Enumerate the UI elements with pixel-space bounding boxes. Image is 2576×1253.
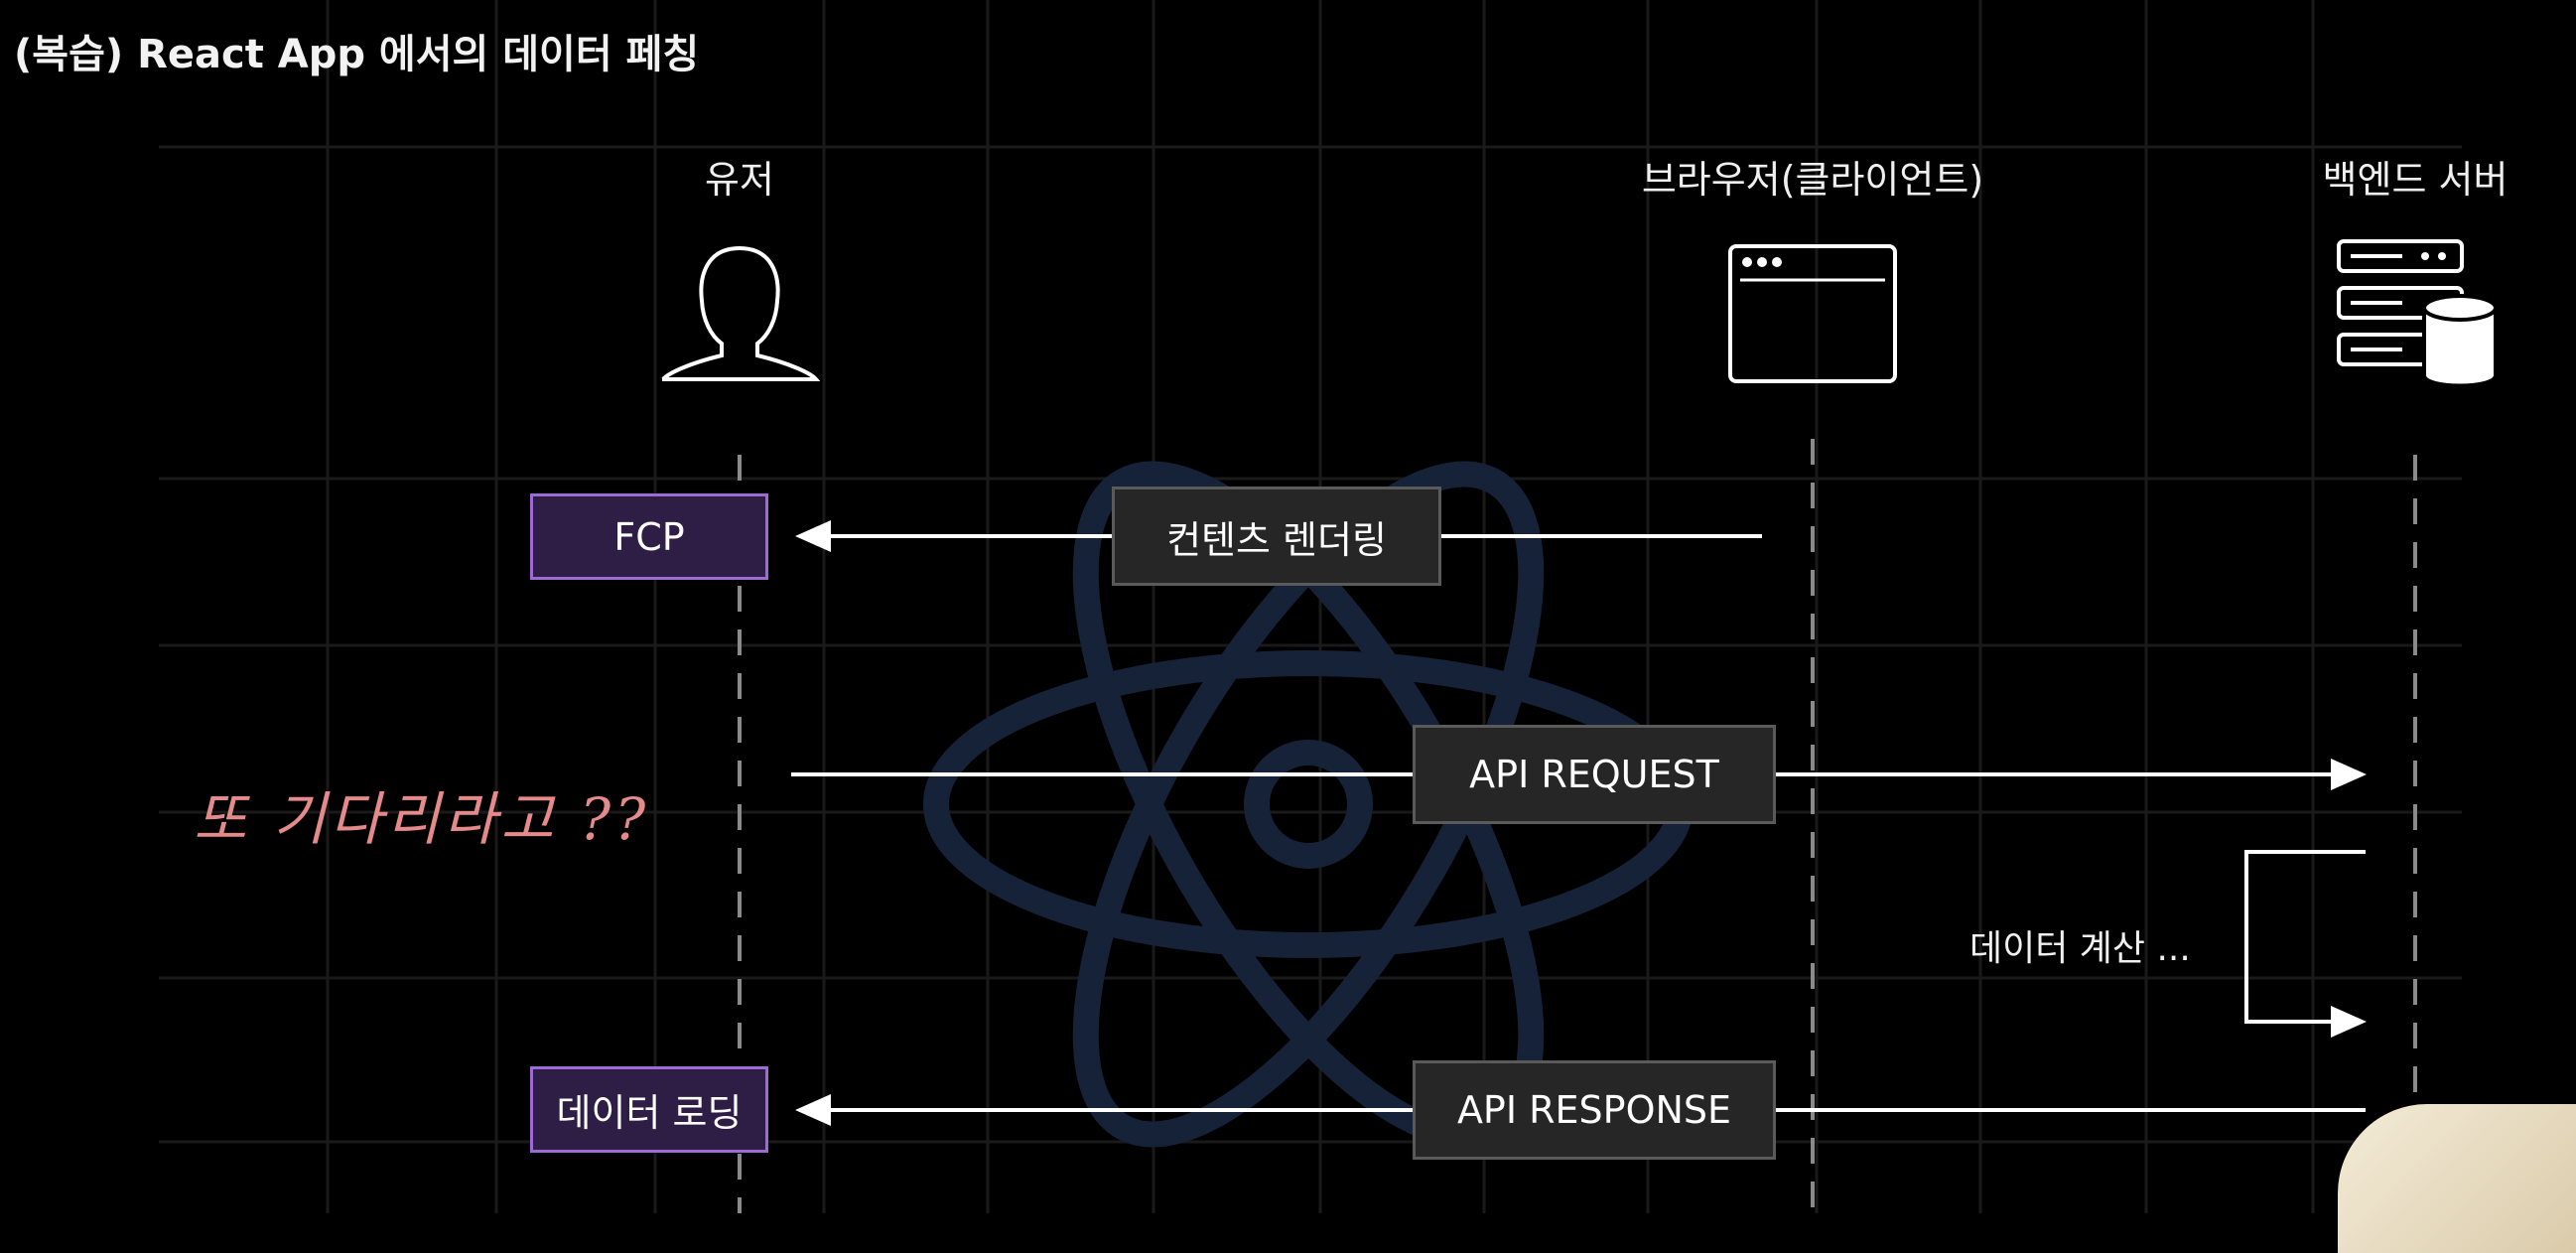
compute-bracket-arrow xyxy=(2244,850,2367,1038)
data-loading-box: 데이터 로딩 xyxy=(530,1066,768,1153)
fcp-box: FCP xyxy=(530,493,768,580)
user-icon xyxy=(661,245,821,381)
compute-label: 데이터 계산 ... xyxy=(1969,928,2191,969)
api-response-box: API RESPONSE xyxy=(1413,1060,1776,1160)
browser-window-icon xyxy=(1728,244,1897,383)
lane-label-server: 백엔드 서버 xyxy=(2322,158,2508,202)
lane-label-browser: 브라우저(클라이언트) xyxy=(1641,158,1984,202)
diagram-canvas: (복습) React App 에서의 데이터 페칭 유저 브라우저(클라이언트)… xyxy=(14,0,2576,1253)
webcam-overlay xyxy=(2338,1104,2576,1253)
lane-label-user: 유저 xyxy=(705,158,774,202)
handwritten-annotation: 또 기다리라고 ?? xyxy=(194,785,650,853)
diagram-lines xyxy=(159,0,2498,1213)
render-step-box: 컨텐츠 렌더링 xyxy=(1112,487,1441,586)
api-request-box: API REQUEST xyxy=(1413,725,1776,824)
server-database-icon xyxy=(2337,239,2498,388)
page-title: (복습) React App 에서의 데이터 페칭 xyxy=(14,32,700,77)
